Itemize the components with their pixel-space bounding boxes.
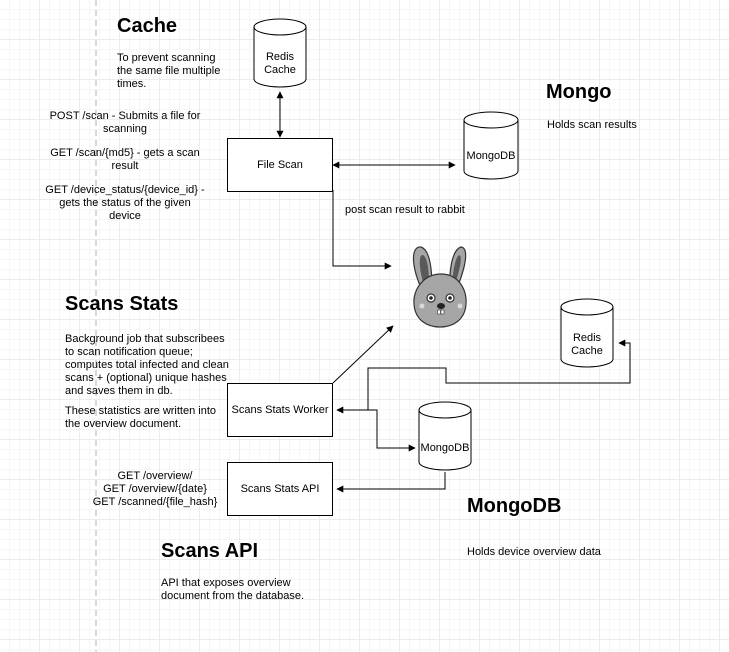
mongo-heading: Mongo — [546, 81, 612, 103]
file-scan-label: File Scan — [257, 159, 303, 171]
mongodb-bottom-label: MongoDB — [420, 442, 470, 454]
cache-description: To prevent scanning the same file multip… — [117, 52, 221, 90]
scans-api-heading: Scans API — [161, 540, 259, 562]
edge-mongodb-statsapi — [336, 472, 446, 493]
scans-stats-api-label: Scans Stats API — [240, 483, 320, 495]
edge-worker-rabbit — [332, 325, 394, 384]
scans-api-description: API that exposes overview document from … — [161, 577, 305, 602]
mongo-description: Holds scan results — [547, 119, 637, 131]
mongodb-heading: MongoDB — [467, 495, 562, 517]
edge-filescan-rabbit — [332, 190, 392, 270]
mongodb-top-cylinder[interactable] — [463, 111, 519, 180]
scans-stats-api-box[interactable]: Scans Stats API — [227, 462, 333, 516]
scans-stats-heading: Scans Stats — [65, 293, 179, 315]
scans-stats-worker-label: Scans Stats Worker — [231, 404, 329, 416]
redis-cache-right-label: Redis Cache — [571, 332, 603, 357]
scans-stats-note: These statistics are written into the ov… — [65, 405, 217, 430]
file-scan-box[interactable]: File Scan — [227, 138, 333, 192]
scans-stats-description: Background job that subscribees to scan … — [65, 333, 229, 397]
endpoint-post-scan: POST /scan - Submits a file for scanning — [49, 110, 201, 135]
mongodb-description: Holds device overview data — [467, 546, 601, 558]
endpoint-get-device-status: GET /device_status/{device_id} - gets th… — [45, 184, 205, 222]
edge-worker-mongodb — [368, 409, 416, 452]
redis-cache-right-cylinder[interactable] — [560, 298, 614, 368]
endpoint-get-scan-md5: GET /scan/{md5} - gets a scan result — [50, 147, 200, 172]
rabbit-mascot-icon[interactable] — [412, 246, 467, 328]
mongodb-bottom-cylinder[interactable] — [418, 401, 472, 471]
post-to-rabbit-label: post scan result to rabbit — [345, 204, 465, 216]
redis-cache-top-label: Redis Cache — [264, 51, 296, 76]
redis-cache-top-cylinder[interactable] — [253, 18, 307, 88]
stats-api-endpoints: GET /overview/ GET /overview/{date} GET … — [92, 470, 218, 508]
scans-stats-worker-box[interactable]: Scans Stats Worker — [227, 383, 333, 437]
edge-redis-worker — [336, 339, 631, 414]
cache-heading: Cache — [117, 15, 178, 37]
mongodb-top-label: MongoDB — [466, 150, 516, 162]
